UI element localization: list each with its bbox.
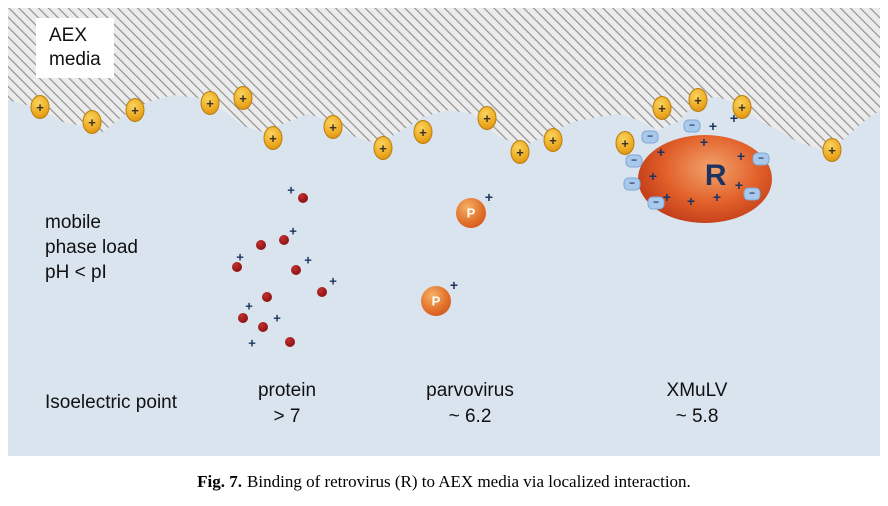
aex-media-label-line2: media	[49, 49, 101, 70]
xmulv-name: XMuLV	[666, 380, 728, 401]
caption-text: Binding of retrovirus (R) to AEX media v…	[247, 472, 691, 491]
positive-charge-bead: +	[510, 140, 530, 164]
positive-charge-bead: +	[30, 95, 50, 119]
positive-charge-bead: +	[477, 106, 497, 130]
minus-charge-patch: −	[623, 177, 641, 191]
minus-charge-patch: −	[683, 119, 701, 133]
positive-charge-bead: +	[688, 88, 708, 112]
protein-pi-value: > 7	[273, 406, 301, 427]
positive-charge-bead: +	[543, 128, 563, 152]
plus-symbol: +	[449, 277, 458, 293]
minus-charge-patch: −	[647, 196, 665, 210]
aex-media-label-line1: AEX	[49, 25, 88, 46]
plus-symbol: +	[304, 252, 312, 268]
positive-charge-bead: +	[615, 131, 635, 155]
mobile-phase-line1: mobile	[45, 212, 101, 233]
positive-charge-bead: +	[822, 138, 842, 162]
protein-particle	[232, 262, 242, 272]
parvovirus-particle: P +	[456, 189, 493, 228]
figure-caption: Fig. 7.Binding of retrovirus (R) to AEX …	[0, 472, 888, 492]
plus-symbol: +	[729, 110, 739, 126]
positive-charge-bead: +	[125, 98, 145, 122]
minus-charge-patch: −	[752, 152, 770, 166]
protein-particle	[256, 240, 266, 250]
protein-particle	[258, 322, 268, 332]
plus-symbol: +	[248, 335, 256, 351]
minus-charge-patch: −	[641, 130, 659, 144]
plus-symbol: +	[289, 223, 297, 239]
plus-symbol: +	[686, 193, 696, 209]
minus-charge-patch: −	[743, 187, 761, 201]
parvovirus-letter: P	[466, 205, 476, 221]
plus-symbol: +	[273, 310, 281, 326]
protein-particle	[317, 287, 327, 297]
plus-symbol: +	[699, 134, 709, 150]
aex-media-label: AEX media	[36, 18, 114, 78]
positive-charge-bead: +	[373, 136, 393, 160]
parvovirus-column-label: parvovirus ~ 6.2	[390, 378, 550, 430]
protein-particle	[285, 337, 295, 347]
plus-symbol: +	[712, 189, 722, 205]
mobile-phase-line3: pH < pI	[45, 262, 107, 283]
plus-symbol: +	[734, 177, 744, 193]
positive-charge-bead: +	[413, 120, 433, 144]
caption-prefix: Fig. 7.	[197, 472, 243, 491]
parvovirus-letter: P	[431, 293, 441, 309]
protein-name: protein	[257, 380, 317, 401]
plus-symbol: +	[245, 298, 253, 314]
mobile-phase-line2: phase load	[45, 237, 138, 258]
positive-charge-bead: +	[652, 96, 672, 120]
xmulv-column-label: XMuLV ~ 5.8	[617, 378, 777, 430]
isoelectric-point-label: Isoelectric point	[45, 392, 178, 413]
positive-charge-bead: +	[323, 115, 343, 139]
plus-symbol: +	[662, 189, 672, 205]
parvovirus-pi-value: ~ 6.2	[448, 406, 492, 427]
minus-charge-patch: −	[625, 154, 643, 168]
protein-particle	[298, 193, 308, 203]
plus-symbol: +	[236, 249, 244, 265]
retrovirus-letter: R	[704, 159, 727, 193]
protein-particle	[291, 265, 301, 275]
plus-symbol: +	[708, 118, 718, 134]
protein-particle	[262, 292, 272, 302]
plus-symbol: +	[287, 182, 295, 198]
positive-charge-bead: +	[233, 86, 253, 110]
protein-particle	[279, 235, 289, 245]
plus-symbol: +	[656, 144, 666, 160]
figure-area: AEX media + + + + + + + + + + + + + + + …	[8, 8, 880, 456]
plus-symbol: +	[736, 148, 746, 164]
protein-particle	[238, 313, 248, 323]
parvovirus-name: parvovirus	[426, 380, 514, 401]
positive-charge-bead: +	[82, 110, 102, 134]
plus-symbol: +	[329, 273, 337, 289]
aex-media-region	[8, 8, 880, 150]
xmulv-pi-value: ~ 5.8	[675, 406, 719, 427]
positive-charge-bead: +	[263, 126, 283, 150]
parvovirus-particle: P +	[421, 277, 458, 316]
plus-symbol: +	[648, 168, 658, 184]
protein-column-label: protein > 7	[207, 378, 367, 430]
positive-charge-bead: +	[200, 91, 220, 115]
mobile-phase-label: mobile phase load pH < pI	[45, 210, 138, 285]
positive-charge-bead: +	[732, 95, 752, 119]
plus-symbol: +	[484, 189, 493, 205]
